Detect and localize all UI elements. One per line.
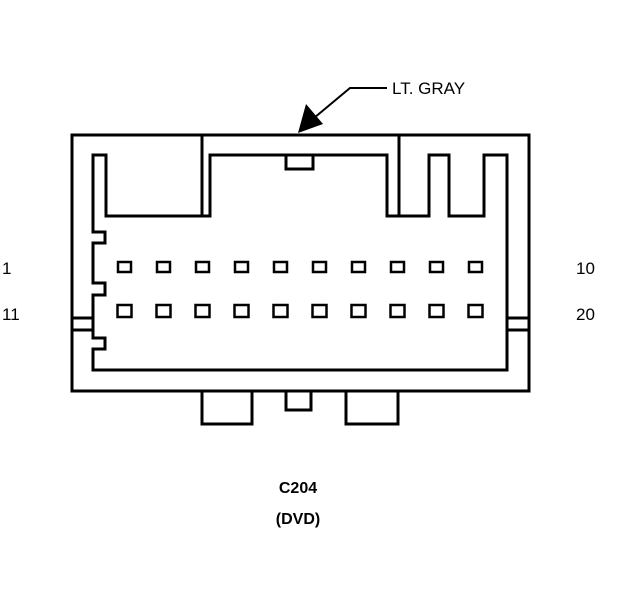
pin-cavities: [116, 260, 484, 319]
pin-cavity-14: [233, 303, 250, 319]
pin-cavity-10: [467, 260, 484, 274]
pin-cavity-20: [467, 303, 484, 319]
pin-cavity-17: [350, 303, 367, 319]
pin-cavity-12: [155, 303, 172, 319]
pin-cavity-15: [272, 303, 289, 319]
pin-cavity-1: [116, 260, 133, 274]
bottom-tab-left: [200, 389, 254, 426]
cavity-key: [284, 153, 315, 171]
pin-cavity-16: [311, 303, 328, 319]
pin-cavity-2: [155, 260, 172, 274]
pin-cavity-7: [350, 260, 367, 274]
pin-cavity-3: [194, 260, 211, 274]
right-side-latch: [505, 316, 531, 332]
callout-arrow: [298, 87, 387, 133]
connector-body: [70, 133, 531, 426]
pin-cavity-18: [389, 303, 406, 319]
outer-housing: [70, 133, 531, 393]
pin-label-10: 10: [576, 259, 595, 278]
pin-cavity-11: [116, 303, 133, 319]
pin-label-20: 20: [576, 305, 595, 324]
pin-cavity-8: [389, 260, 406, 274]
connector-description: (DVD): [276, 511, 320, 528]
pin-cavity-4: [233, 260, 250, 274]
pin-label-1: 1: [2, 259, 11, 278]
pin-cavity-5: [272, 260, 289, 274]
pin-cavity-19: [428, 303, 445, 319]
bottom-tab-center: [284, 389, 313, 412]
pin-cavity-6: [311, 260, 328, 274]
bottom-tab-right: [344, 389, 400, 426]
color-callout-label: LT. GRAY: [392, 79, 465, 98]
connector-id: C204: [279, 480, 317, 497]
inner-cavity: [91, 153, 509, 372]
pin-cavity-9: [428, 260, 445, 274]
pin-cavity-13: [194, 303, 211, 319]
pin-label-11: 11: [2, 305, 20, 324]
left-side-latch: [70, 316, 95, 332]
